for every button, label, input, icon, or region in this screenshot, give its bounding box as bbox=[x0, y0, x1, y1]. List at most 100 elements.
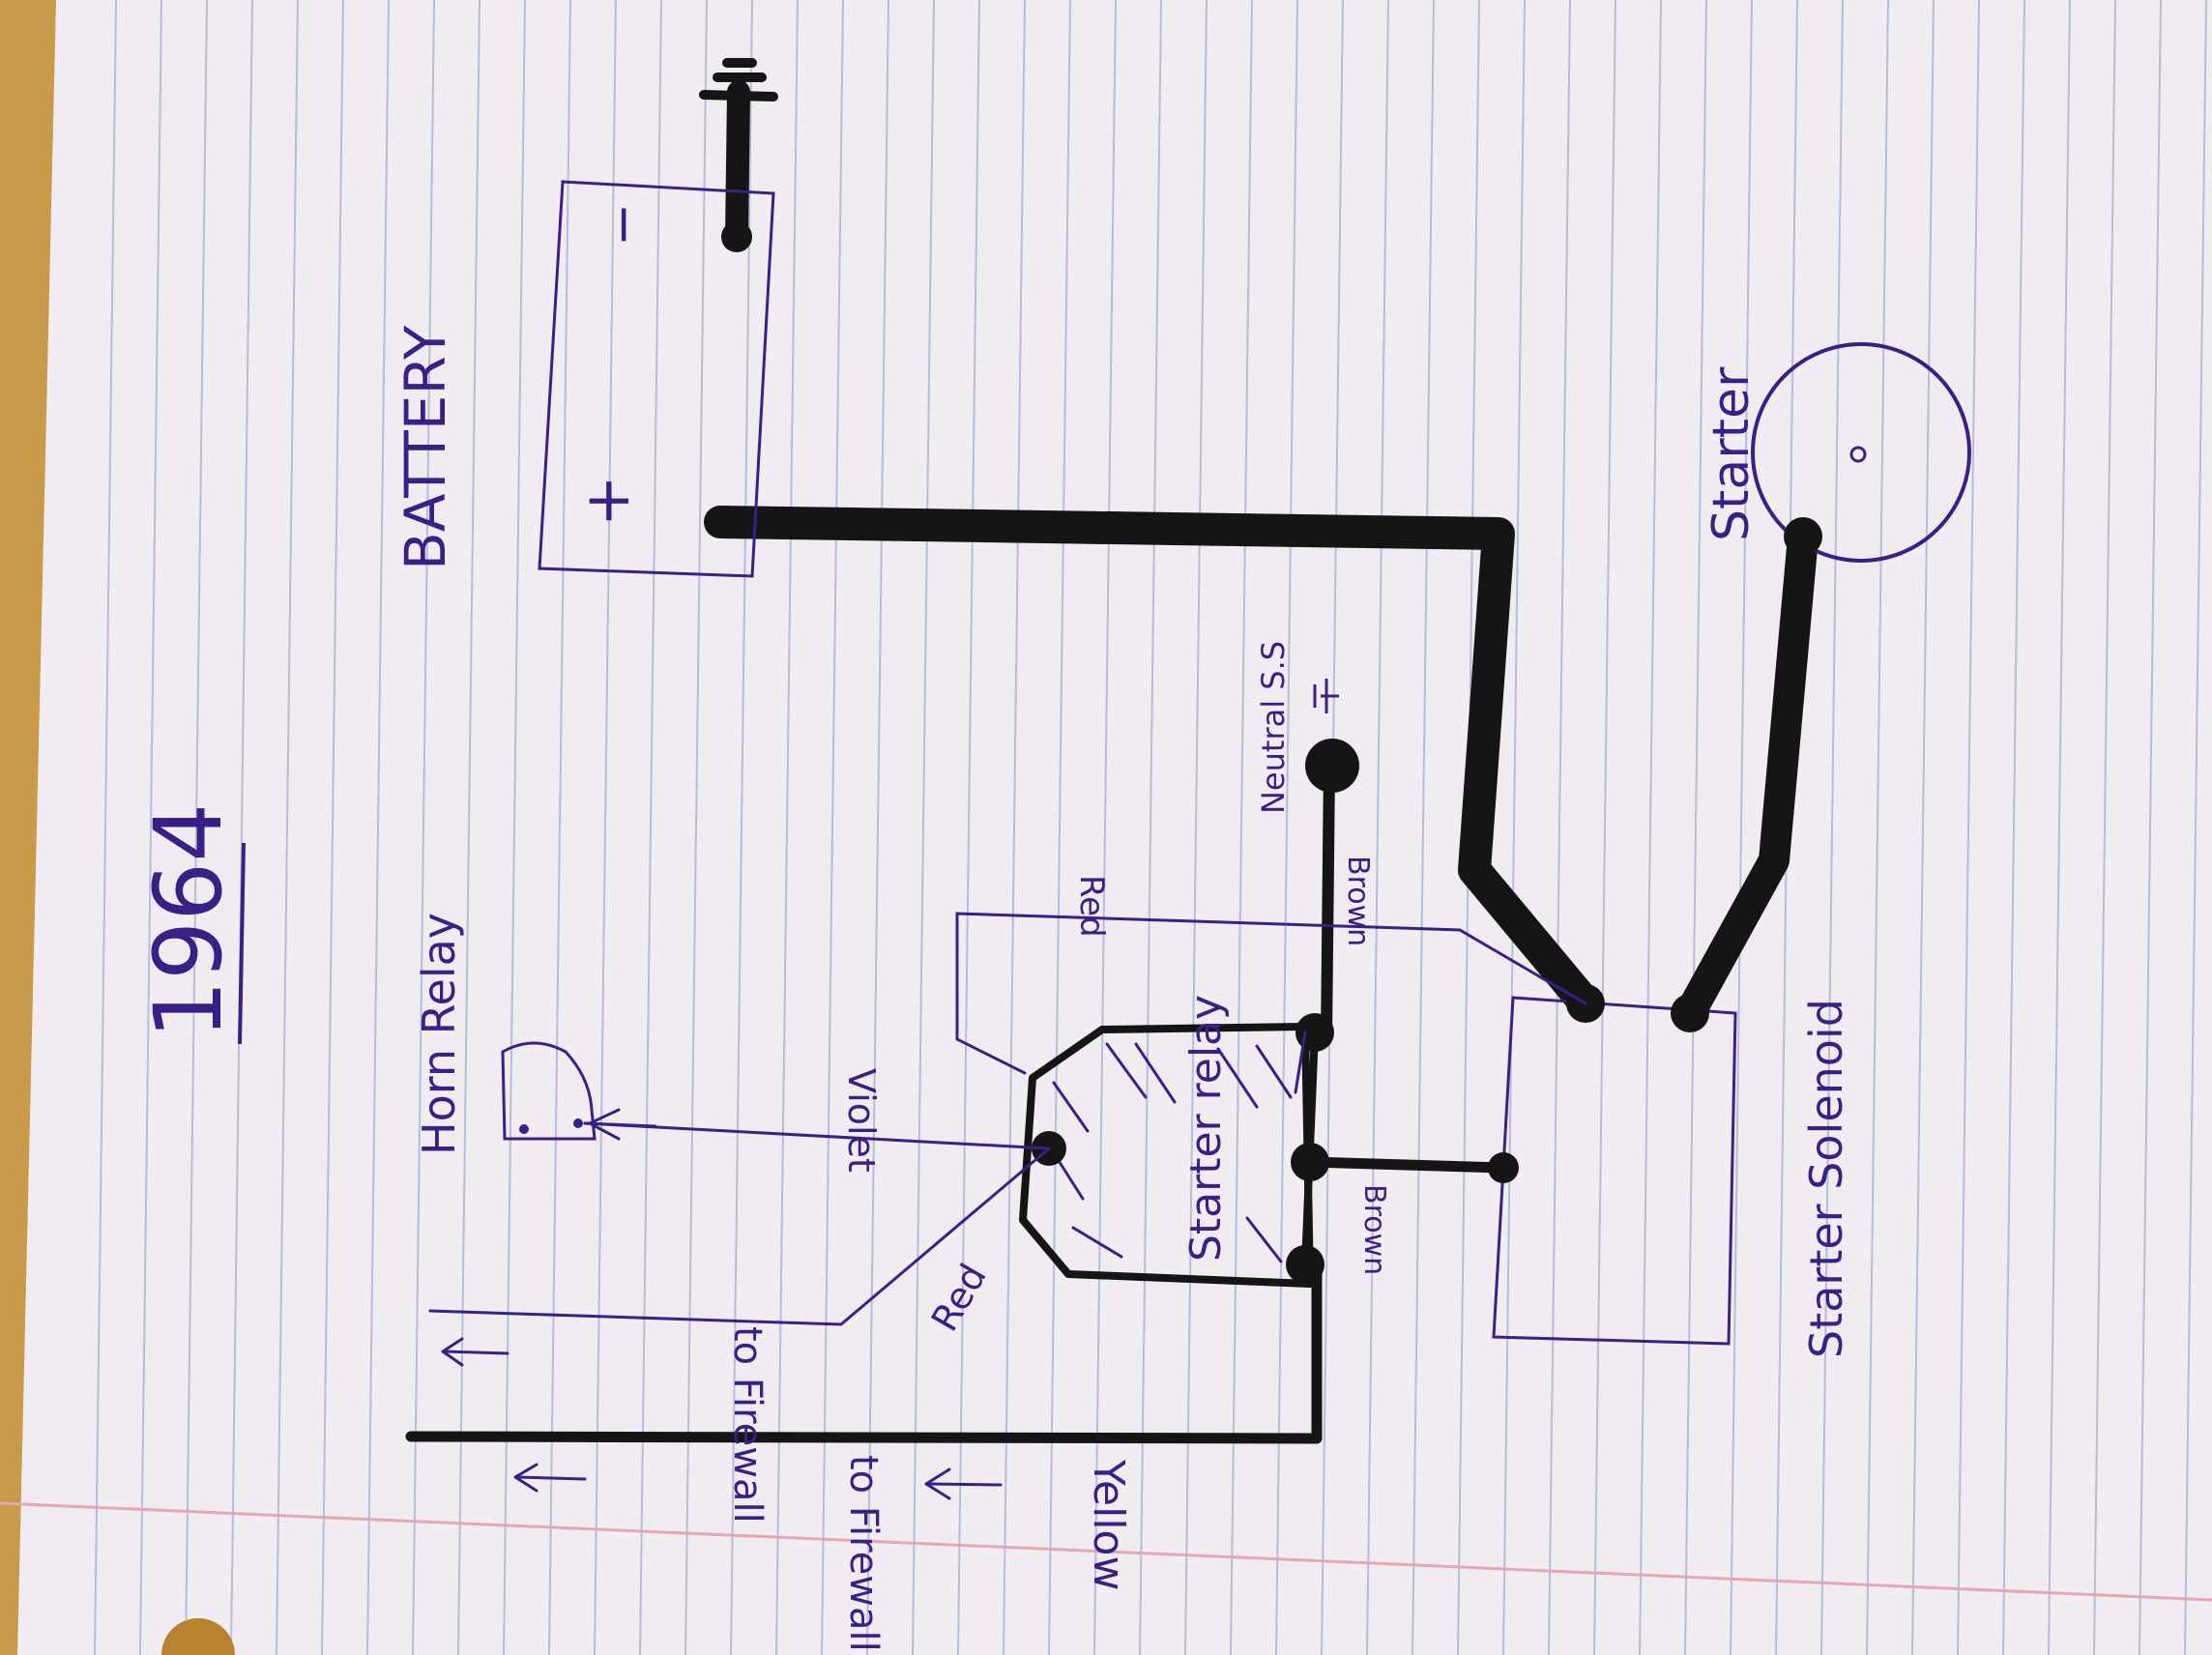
ruled-line bbox=[1593, 0, 1616, 1655]
red-wire-lower bbox=[428, 1147, 1051, 1326]
starter-motor-circle bbox=[1751, 342, 1971, 563]
battery-label: BATTERY bbox=[393, 325, 458, 570]
ruled-line bbox=[821, 0, 844, 1655]
violet-arrow-shaft bbox=[583, 1121, 657, 1128]
ruled-line bbox=[684, 0, 708, 1655]
ruled-line bbox=[730, 0, 753, 1655]
ruled-line bbox=[2139, 0, 2162, 1655]
ruled-line bbox=[1911, 0, 1935, 1655]
neutral-switch-ground-symbol bbox=[1313, 679, 1339, 713]
diagram-labels: 1964 BATTERY + − Horn Relay Starter Star… bbox=[134, 203, 1852, 1652]
ruled-line bbox=[1502, 0, 1526, 1655]
yellow-label: Yellow bbox=[1084, 1459, 1133, 1590]
ruled-line bbox=[321, 0, 344, 1655]
starter-relay-hatching bbox=[1047, 1042, 1293, 1263]
yellow-wire bbox=[405, 1259, 1323, 1444]
violet-wire bbox=[583, 1121, 1051, 1150]
ruled-line bbox=[775, 0, 799, 1655]
ruled-line bbox=[276, 0, 299, 1655]
battery-negative-terminal bbox=[721, 221, 752, 252]
violet-arrowhead bbox=[588, 1108, 621, 1141]
ruled-line bbox=[230, 0, 253, 1655]
ruled-line bbox=[1548, 0, 1571, 1655]
to-firewall-lower-label: to Firewall bbox=[841, 1455, 886, 1652]
neutral-switch-wire bbox=[1321, 760, 1335, 1045]
red-upper-label: Red bbox=[1072, 875, 1111, 938]
neutral-ss-label: Neutral S.S bbox=[1255, 641, 1292, 814]
ruled-line bbox=[2093, 0, 2116, 1655]
ruled-line bbox=[594, 0, 617, 1655]
hole-punch bbox=[161, 1618, 235, 1655]
ruled-line bbox=[503, 0, 526, 1655]
relay-link-wire bbox=[1294, 1031, 1307, 1094]
ruled-line bbox=[1366, 0, 1389, 1655]
yellow-arrow-shaft bbox=[926, 1482, 1003, 1487]
margin-line bbox=[0, 1501, 2212, 1602]
firewall-upper-arrowhead bbox=[441, 1337, 464, 1367]
ruled-line bbox=[185, 0, 208, 1655]
red-wire-upper bbox=[955, 912, 1587, 1075]
year-underline bbox=[238, 842, 246, 1045]
ruled-line bbox=[94, 0, 117, 1655]
relay-terminal-yellow bbox=[1286, 1245, 1324, 1284]
horn-relay-terminal-2 bbox=[573, 1118, 583, 1128]
ruled-line bbox=[2048, 0, 2071, 1655]
ruled-lines bbox=[94, 0, 2207, 1655]
starter-solenoid-box bbox=[1492, 996, 1737, 1346]
arrows bbox=[441, 1108, 1003, 1500]
battery-box bbox=[538, 180, 775, 578]
ruled-line bbox=[1684, 0, 1707, 1655]
ruled-line bbox=[548, 0, 571, 1655]
ground-symbol bbox=[699, 58, 778, 102]
battery-positive-terminal bbox=[705, 507, 736, 537]
ruled-line bbox=[1275, 0, 1298, 1655]
neutral-safety-switch bbox=[1305, 739, 1359, 793]
relay-terminal-solenoid bbox=[1291, 1143, 1329, 1181]
starter-terminal bbox=[1784, 517, 1822, 556]
thin-wires bbox=[428, 912, 1587, 1326]
ruled-line bbox=[1230, 0, 1253, 1655]
battery-negative-cable bbox=[725, 80, 750, 248]
ruled-line bbox=[457, 0, 480, 1655]
horn-relay-box bbox=[501, 1041, 597, 1141]
ruled-line bbox=[1003, 0, 1026, 1655]
ruled-line bbox=[1957, 0, 1980, 1655]
ruled-line bbox=[1412, 0, 1435, 1655]
ruled-line bbox=[412, 0, 435, 1655]
ruled-line bbox=[1639, 0, 1662, 1655]
horn-relay-label: Horn Relay bbox=[413, 913, 465, 1155]
ruled-line bbox=[866, 0, 889, 1655]
ruled-line bbox=[2002, 0, 2025, 1655]
ruled-line bbox=[366, 0, 390, 1655]
starter-cable bbox=[1674, 521, 1819, 1029]
horn-relay-terminal-1 bbox=[519, 1124, 529, 1134]
starter-center-dot bbox=[1849, 446, 1867, 463]
ruled-line bbox=[912, 0, 935, 1655]
ruled-line bbox=[1184, 0, 1208, 1655]
ruled-line bbox=[639, 0, 662, 1655]
ruled-line bbox=[1820, 0, 1844, 1655]
battery-plus-label: + bbox=[572, 475, 644, 527]
yellow-arrowhead bbox=[924, 1467, 951, 1500]
heavy-cables bbox=[405, 80, 1819, 1444]
starter-label: Starter bbox=[1703, 366, 1761, 541]
ruled-line bbox=[1866, 0, 1889, 1655]
ruled-line bbox=[957, 0, 980, 1655]
ruled-line bbox=[1139, 0, 1162, 1655]
solenoid-control-terminal bbox=[1488, 1152, 1519, 1183]
brown-lower-label: Brown bbox=[1357, 1184, 1391, 1275]
battery-minus-label: − bbox=[592, 203, 653, 247]
violet-label: Violet bbox=[840, 1068, 883, 1173]
ruled-line bbox=[2184, 0, 2207, 1655]
starter-relay-label: Starter relay bbox=[1181, 995, 1231, 1262]
year-label: 1964 bbox=[134, 803, 243, 1039]
to-firewall-upper-label: to Firewall bbox=[725, 1326, 770, 1524]
solenoid-starter-terminal bbox=[1671, 994, 1709, 1032]
ruled-line bbox=[1730, 0, 1753, 1655]
firewall-lower-arrowhead bbox=[513, 1463, 538, 1493]
ruled-line bbox=[139, 0, 162, 1655]
battery-positive-cable bbox=[704, 506, 1602, 1020]
brown-upper-label: Brown bbox=[1341, 856, 1375, 946]
starter-solenoid-label: Starter Solenoid bbox=[1800, 999, 1852, 1358]
